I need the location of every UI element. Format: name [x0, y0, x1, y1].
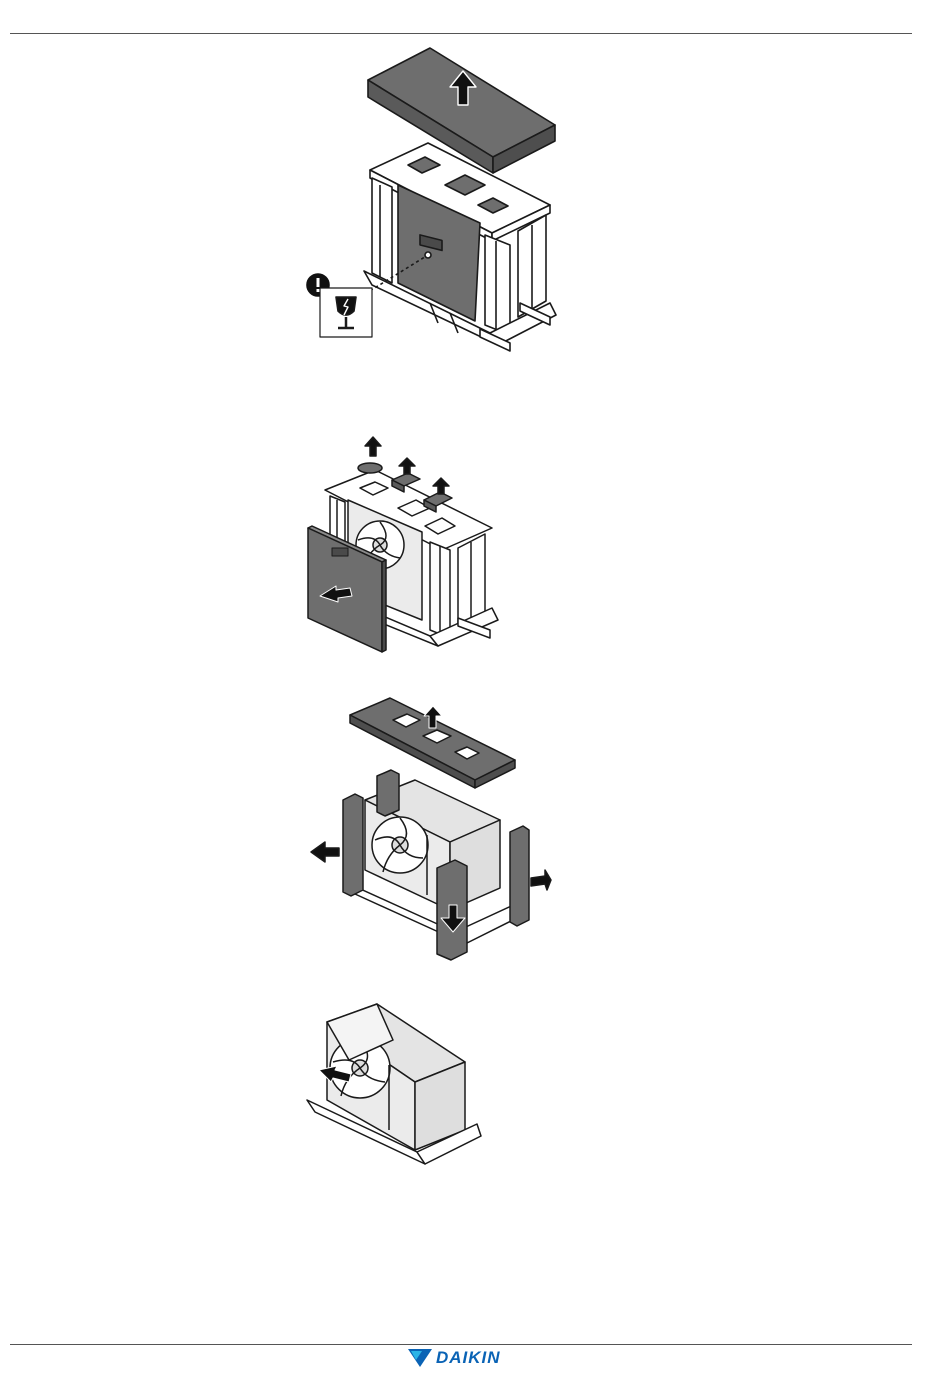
packaging-crate: [364, 143, 556, 351]
right-arrow-icon: [531, 870, 551, 890]
step-1-illustration: [300, 45, 570, 365]
footer-rule: [10, 1344, 912, 1345]
top-lid: [368, 48, 555, 173]
brand-name: DAIKIN: [436, 1348, 501, 1368]
header-rule: [10, 33, 912, 34]
step-3-illustration: [305, 690, 555, 960]
step-4-illustration: [305, 1000, 485, 1170]
daikin-logo-icon: [408, 1348, 432, 1368]
step-2-illustration: [300, 430, 510, 655]
exclamation-icon: [317, 278, 320, 292]
left-arrow-icon: [311, 842, 339, 862]
daikin-logo: DAIKIN: [408, 1348, 501, 1368]
top-frame: [350, 698, 515, 788]
